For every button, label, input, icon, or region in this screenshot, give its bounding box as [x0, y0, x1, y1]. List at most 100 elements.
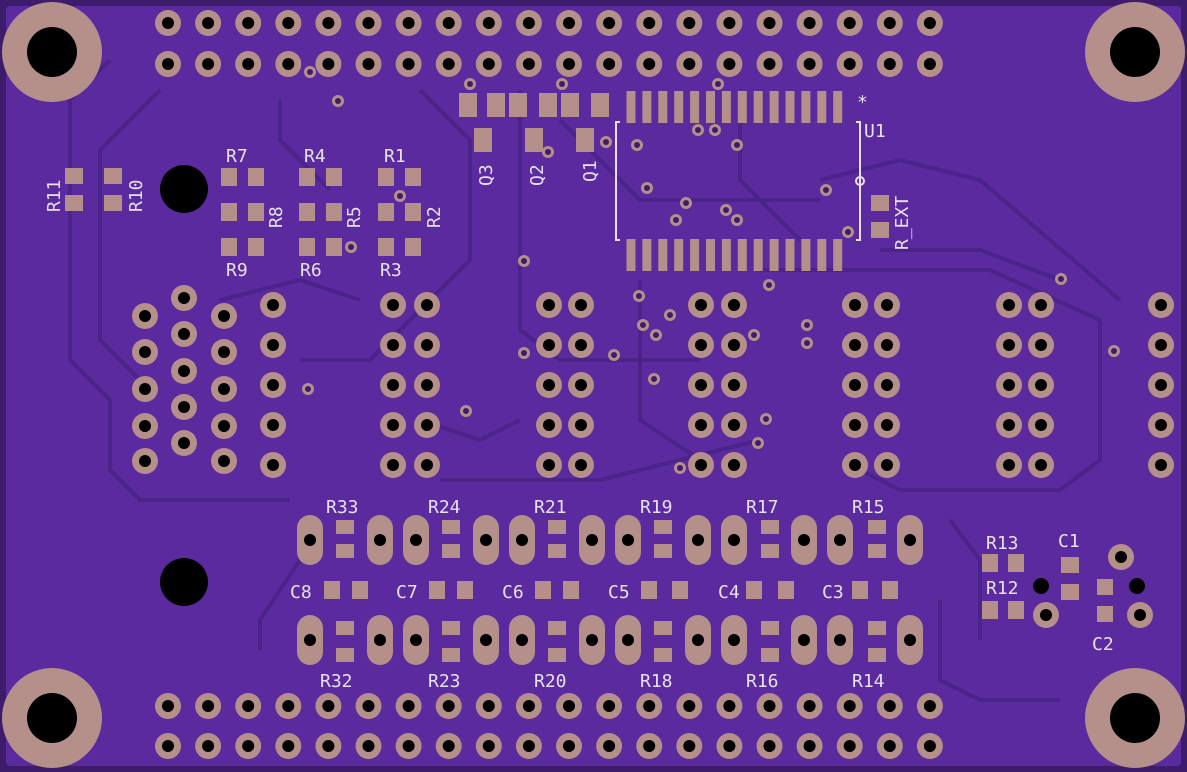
via — [637, 319, 649, 331]
label-r12: R12 — [986, 578, 1019, 599]
u1-pin — [642, 239, 652, 271]
resistor-pad — [761, 520, 779, 534]
resistor-pad — [654, 621, 672, 635]
header-pin — [275, 733, 302, 759]
cap-pad — [1127, 602, 1153, 628]
dip-pad — [996, 452, 1022, 478]
connector-pad — [211, 413, 237, 439]
via — [542, 146, 554, 158]
connector-pad — [211, 339, 237, 365]
u1-pin — [674, 239, 684, 271]
resistor-pad — [405, 238, 421, 256]
resistor-pad — [221, 168, 237, 186]
via — [1055, 273, 1067, 285]
resistor-pad — [442, 544, 460, 558]
via — [648, 373, 660, 385]
resistor-pad — [982, 554, 998, 572]
drill-hole-upper — [160, 165, 208, 213]
header-pin — [676, 10, 703, 36]
oblong-pad — [509, 515, 535, 565]
mounting-hole-bottom-right — [1085, 668, 1185, 768]
label-r1: R1 — [384, 146, 406, 167]
header-pin — [235, 51, 262, 77]
via — [760, 413, 772, 425]
oblong-pad — [579, 515, 605, 565]
resistor-pad — [868, 544, 886, 558]
oblong-pad — [473, 515, 499, 565]
resistor-pad — [654, 648, 672, 662]
resistor-pad — [378, 168, 394, 186]
smd-pads — [65, 91, 1113, 662]
header-pin — [395, 51, 422, 77]
via — [842, 226, 854, 238]
header-pin — [355, 51, 382, 77]
dip-pad — [688, 412, 714, 438]
mounting-hole-bottom-left — [2, 668, 102, 768]
header-pin — [916, 693, 943, 719]
u1-outline — [615, 121, 865, 241]
header-pin — [195, 10, 222, 36]
cap-smd-pad — [882, 581, 898, 599]
dip-pad — [568, 332, 594, 358]
dip-pad — [380, 292, 406, 318]
u1-pin — [833, 239, 843, 271]
oblong-pad — [297, 515, 323, 565]
header-pin — [756, 51, 783, 77]
label-r33: R33 — [326, 497, 359, 518]
resistor-pad — [1008, 601, 1024, 619]
label-c8: C8 — [290, 582, 312, 603]
via — [801, 319, 813, 331]
connector-pad — [211, 303, 237, 329]
header-pin — [515, 51, 542, 77]
dip-pad — [874, 332, 900, 358]
label-r19: R19 — [640, 497, 673, 518]
dip-pad — [1148, 292, 1174, 318]
dip-pad — [996, 412, 1022, 438]
label-c2: C2 — [1092, 634, 1114, 655]
u1-pin — [801, 239, 811, 271]
resistor-pad — [548, 520, 566, 534]
u1-pin — [817, 239, 827, 271]
label-r13: R13 — [986, 533, 1019, 554]
dip-pad — [568, 292, 594, 318]
via — [731, 139, 743, 151]
dip-pad — [536, 332, 562, 358]
dip-pad — [380, 452, 406, 478]
resistor-pad — [654, 520, 672, 534]
resistor-pad — [378, 203, 394, 221]
oblong-pad — [615, 515, 641, 565]
label-c7: C7 — [396, 582, 418, 603]
u1-pin — [626, 91, 636, 123]
header-pin — [876, 733, 903, 759]
connector-pad — [132, 376, 158, 402]
u1-pin — [833, 91, 843, 123]
header-pin — [636, 10, 663, 36]
dip-pad — [874, 292, 900, 318]
u1-pin — [690, 91, 700, 123]
header-pin — [355, 10, 382, 36]
label-q2: Q2 — [527, 164, 548, 186]
via — [464, 78, 476, 90]
resistor-pad — [248, 238, 264, 256]
dip-pad — [996, 372, 1022, 398]
dip-pad — [380, 372, 406, 398]
header-pin — [435, 733, 462, 759]
cap-smd-pad — [1097, 579, 1113, 595]
via — [712, 78, 724, 90]
header-pin — [676, 51, 703, 77]
header-pin — [836, 51, 863, 77]
u1-pin — [769, 91, 779, 123]
header-pin — [315, 693, 342, 719]
u1-pin — [674, 91, 684, 123]
via — [820, 184, 832, 196]
resistor-pad — [761, 544, 779, 558]
q-pad — [561, 93, 579, 117]
label-c1: C1 — [1058, 531, 1080, 552]
dip-pad — [1148, 412, 1174, 438]
label-r9: R9 — [226, 260, 248, 281]
header-pin — [676, 693, 703, 719]
label-r14: R14 — [852, 671, 885, 692]
header-pin — [716, 733, 743, 759]
dip-pad — [1028, 332, 1054, 358]
